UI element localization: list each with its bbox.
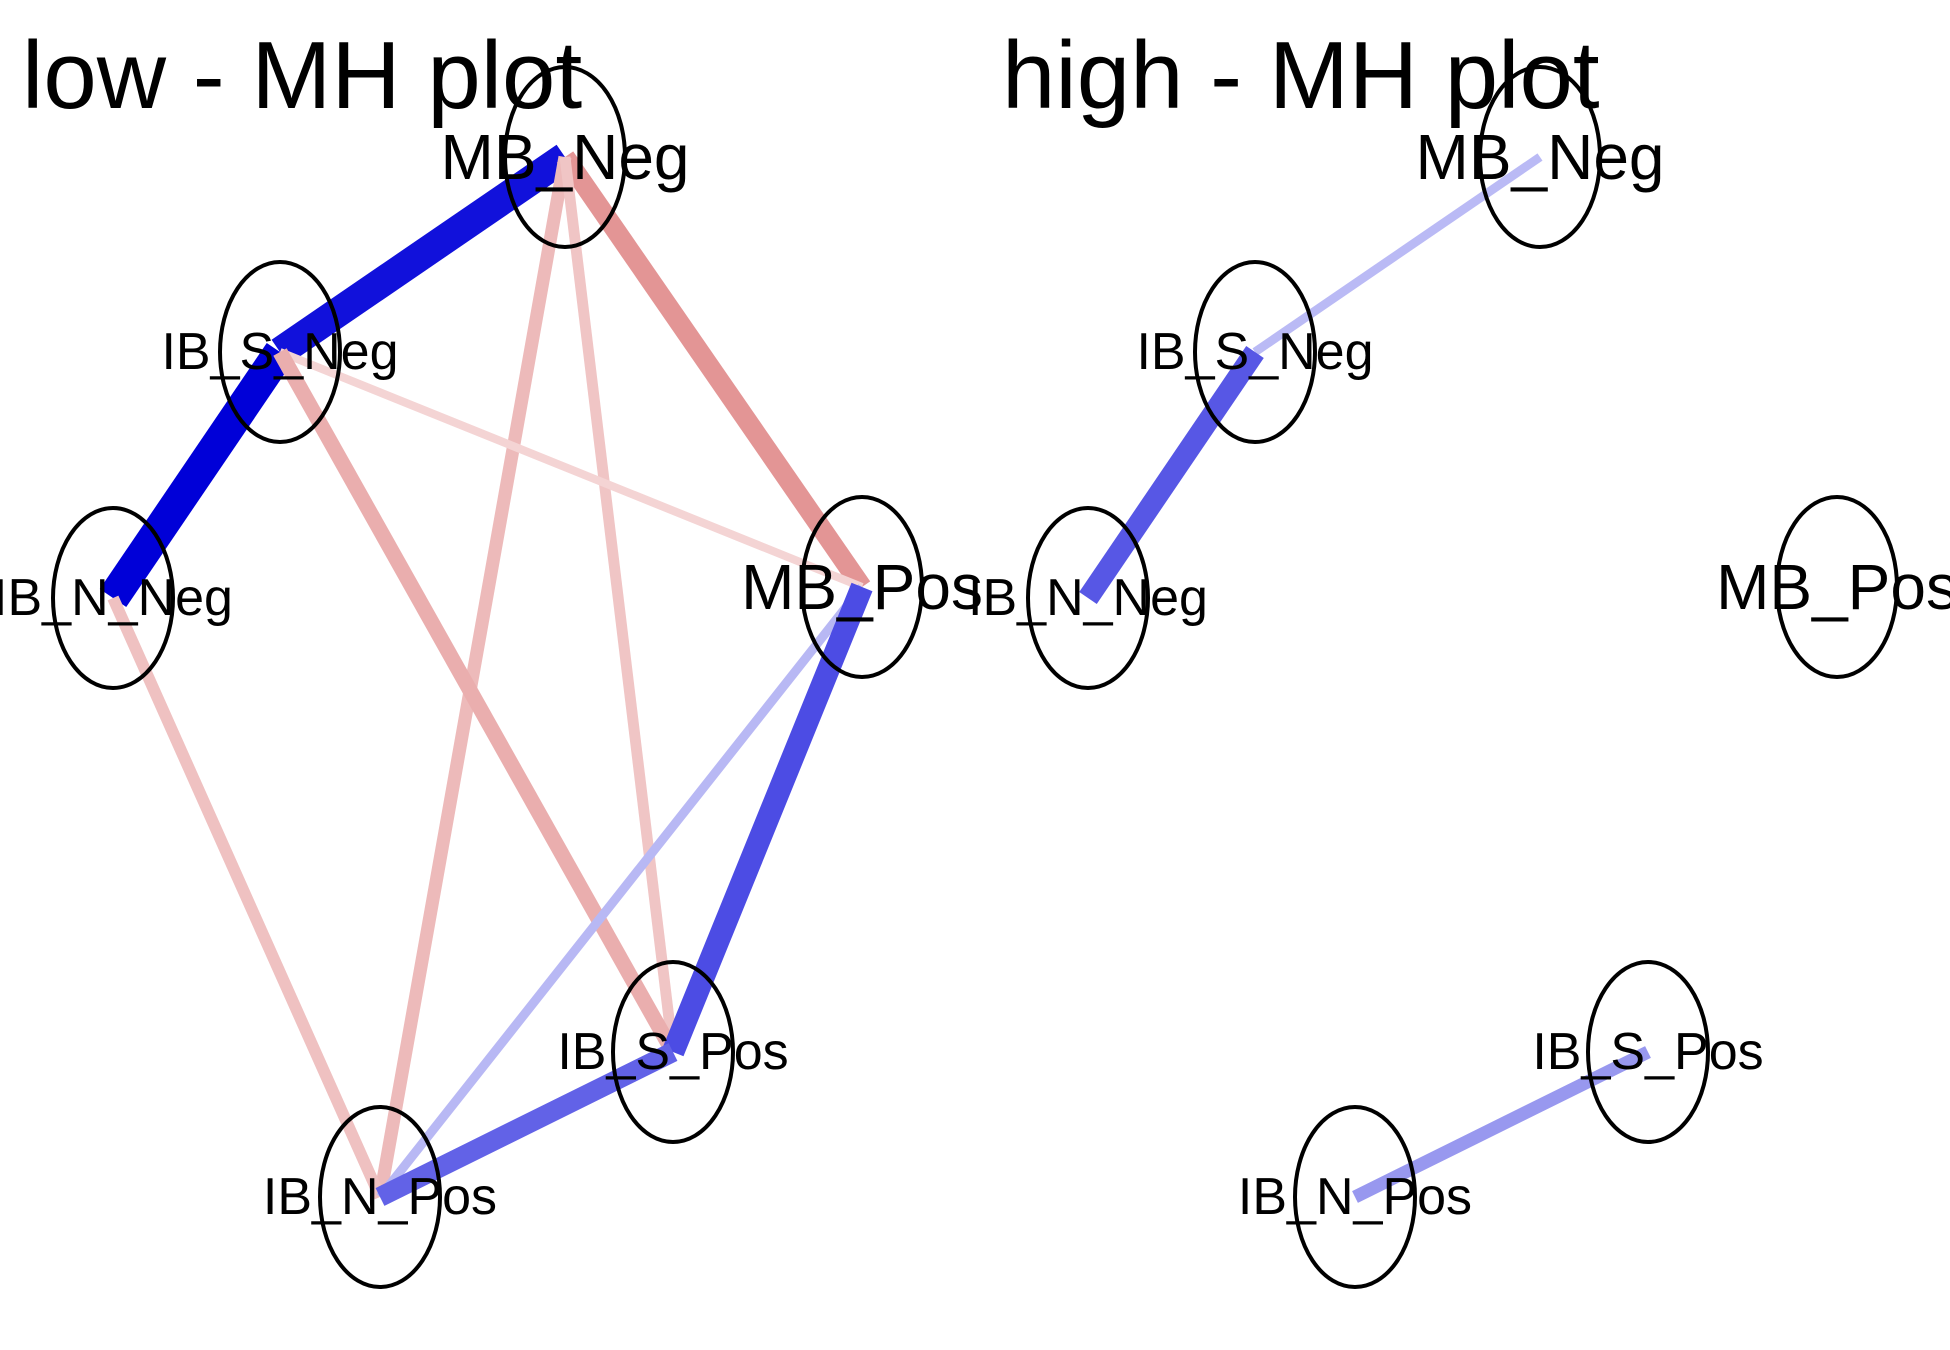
node-IB_N_Pos: IB_N_Pos bbox=[1238, 1105, 1472, 1289]
node-label: IB_N_Pos bbox=[263, 1168, 497, 1226]
edge-IB_S_Neg-MB_Neg bbox=[271, 144, 574, 365]
node-shape bbox=[1478, 65, 1602, 249]
node-label: IB_S_Neg bbox=[1136, 323, 1373, 381]
node-label: MB_Neg bbox=[1416, 121, 1665, 193]
node-shape bbox=[318, 1105, 442, 1289]
node-shape bbox=[1775, 495, 1899, 679]
edges-high bbox=[1079, 153, 1651, 1203]
node-IB_N_Neg: IB_N_Neg bbox=[968, 506, 1208, 690]
edge-IB_S_Pos-IB_N_Pos bbox=[1352, 1046, 1651, 1203]
node-label: IB_S_Pos bbox=[1532, 1023, 1763, 1081]
edge-MB_Pos-IB_N_Pos bbox=[376, 584, 866, 1200]
node-IB_N_Neg: IB_N_Neg bbox=[0, 506, 233, 690]
node-shape bbox=[51, 506, 175, 690]
node-shape bbox=[218, 260, 342, 444]
node-IB_S_Pos: IB_S_Pos bbox=[1532, 960, 1764, 1144]
edge-IB_N_Neg-IB_S_Neg bbox=[99, 343, 294, 607]
node-shape bbox=[611, 960, 735, 1144]
edge-MB_Neg-MB_Pos bbox=[556, 151, 871, 593]
node-MB_Neg: MB_Neg bbox=[1416, 65, 1665, 249]
edge-MB_Neg-IB_N_Pos bbox=[373, 155, 572, 1199]
node-label: MB_Neg bbox=[441, 121, 690, 193]
edge-IB_S_Neg-IB_S_Pos bbox=[273, 348, 680, 1056]
node-shape bbox=[800, 495, 924, 679]
node-label: MB_Pos bbox=[1716, 551, 1950, 623]
edge-IB_N_Neg-IB_N_Pos bbox=[107, 595, 386, 1200]
panel-title-low: low - MH plot bbox=[22, 22, 582, 129]
node-MB_Neg: MB_Neg bbox=[441, 65, 690, 249]
node-IB_S_Pos: IB_S_Pos bbox=[557, 960, 789, 1144]
node-label: IB_N_Pos bbox=[1238, 1168, 1472, 1226]
node-IB_S_Neg: IB_S_Neg bbox=[161, 260, 399, 444]
edge-IB_S_Neg-MB_Neg bbox=[1252, 153, 1543, 356]
node-MB_Pos: MB_Pos bbox=[1716, 495, 1950, 679]
edge-IB_N_Neg-IB_S_Neg bbox=[1079, 346, 1264, 604]
edge-MB_Pos-IB_S_Pos bbox=[662, 582, 873, 1057]
node-label: MB_Pos bbox=[741, 551, 983, 623]
node-MB_Pos: MB_Pos bbox=[741, 495, 983, 679]
edge-IB_S_Pos-IB_N_Pos bbox=[375, 1043, 678, 1206]
edge-IB_S_Neg-MB_Pos bbox=[278, 348, 864, 591]
node-label: IB_N_Neg bbox=[968, 569, 1208, 627]
node-label: IB_S_Pos bbox=[557, 1023, 788, 1081]
node-IB_S_Neg: IB_S_Neg bbox=[1136, 260, 1374, 444]
panel-title-high: high - MH plot bbox=[1002, 22, 1600, 129]
node-IB_N_Pos: IB_N_Pos bbox=[263, 1105, 497, 1289]
node-shape bbox=[503, 65, 627, 249]
node-label: IB_S_Neg bbox=[161, 323, 398, 381]
node-shape bbox=[1193, 260, 1317, 444]
edge-MB_Neg-IB_S_Pos bbox=[559, 156, 679, 1053]
node-label: IB_N_Neg bbox=[0, 569, 233, 627]
node-shape bbox=[1293, 1105, 1417, 1289]
node-shape bbox=[1586, 960, 1710, 1144]
node-shape bbox=[1026, 506, 1150, 690]
